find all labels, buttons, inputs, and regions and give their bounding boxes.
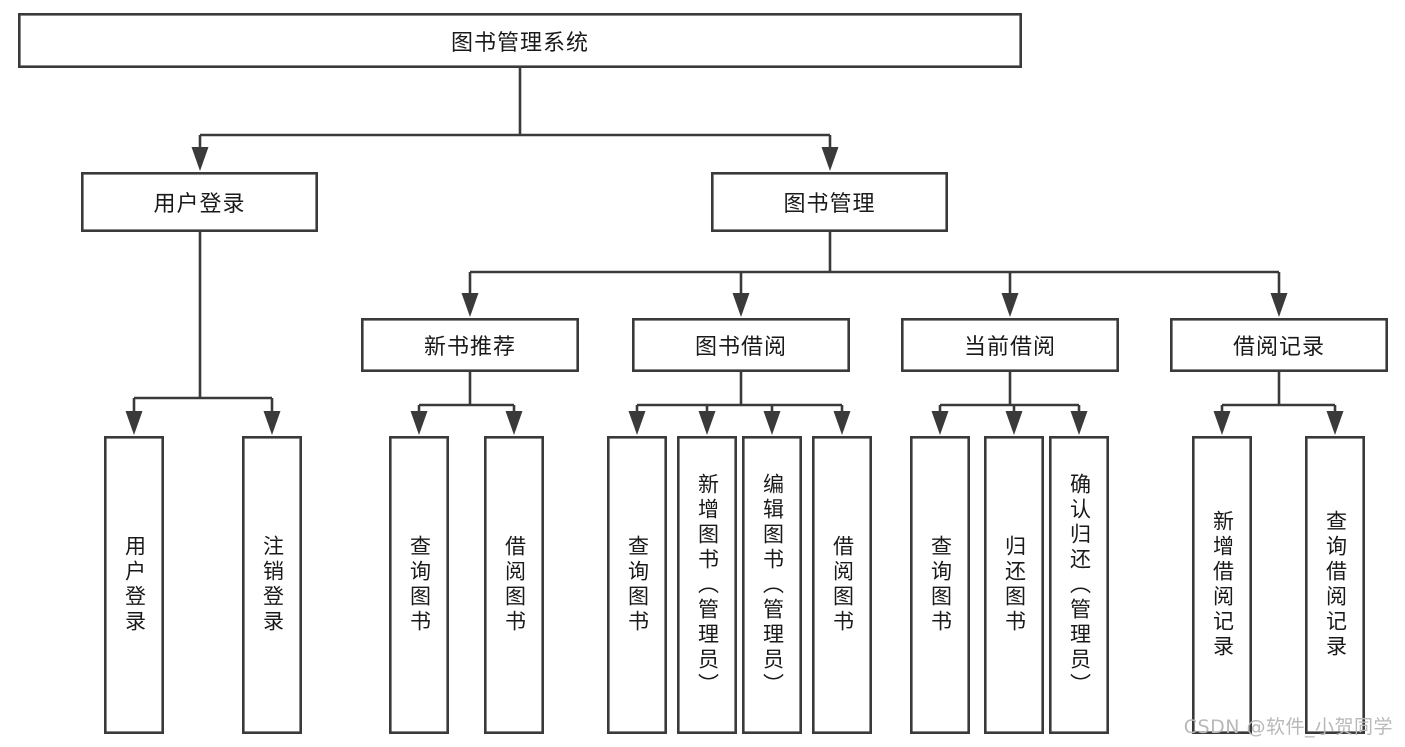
arrow-head-icon [191, 147, 209, 171]
node-box-leaf-query-book-borrow[interactable] [606, 435, 667, 734]
arrow-head-icon [505, 411, 523, 435]
arrow-head-icon [1070, 411, 1088, 435]
arrow-head-icon [1213, 411, 1231, 435]
node-box-user-login[interactable] [81, 172, 318, 233]
conn-userlogin-to-leaves [125, 232, 281, 435]
node-box-current-borrow[interactable] [900, 317, 1119, 372]
arrow-head-icon [833, 411, 851, 435]
arrow-head-icon [1001, 293, 1019, 317]
node-box-leaf-user-logout[interactable] [242, 435, 303, 734]
arrow-head-icon [931, 411, 949, 435]
arrow-head-icon [732, 293, 750, 317]
arrow-head-icon [410, 411, 428, 435]
node-box-leaf-user-login[interactable] [104, 435, 165, 734]
node-box-leaf-return-book[interactable] [983, 435, 1044, 734]
node-box-leaf-add-book[interactable] [676, 435, 737, 734]
arrow-head-icon [698, 411, 716, 435]
node-box-leaf-edit-book[interactable] [741, 435, 802, 734]
arrow-head-icon [1005, 411, 1023, 435]
node-box-book-borrow[interactable] [631, 317, 850, 372]
node-box-leaf-query-book-recommend[interactable] [388, 435, 449, 734]
arrow-head-icon [125, 411, 143, 435]
conn-bookmgmt-to-level3 [461, 232, 1288, 317]
arrow-head-icon [1270, 293, 1288, 317]
arrow-head-icon [821, 147, 839, 171]
node-box-new-book-recommend[interactable] [360, 317, 579, 372]
node-box-leaf-query-borrow-record[interactable] [1305, 435, 1366, 734]
conn-current-to-leaves [931, 372, 1088, 435]
node-box-borrow-records[interactable] [1170, 317, 1389, 372]
watermark-text: CSDN @软件_小贺同学 [1183, 716, 1393, 738]
node-box-leaf-borrow-book-recommend[interactable] [483, 435, 544, 734]
node-box-leaf-add-borrow-record[interactable] [1192, 435, 1253, 734]
arrow-head-icon [1326, 411, 1344, 435]
node-box-root[interactable] [17, 13, 1023, 69]
arrow-head-icon [628, 411, 646, 435]
arrow-head-icon [763, 411, 781, 435]
node-box-leaf-borrow-book[interactable] [811, 435, 872, 734]
conn-records-to-leaves [1213, 372, 1344, 435]
conn-borrow-to-leaves [628, 372, 851, 435]
conn-recommend-to-leaves [410, 372, 523, 435]
arrow-head-icon [461, 293, 479, 317]
node-box-book-management[interactable] [710, 172, 948, 233]
node-box-leaf-query-book-current[interactable] [909, 435, 970, 734]
node-box-leaf-confirm-return[interactable] [1049, 435, 1110, 734]
conn-root-to-level2 [191, 68, 839, 171]
arrow-head-icon [263, 411, 281, 435]
